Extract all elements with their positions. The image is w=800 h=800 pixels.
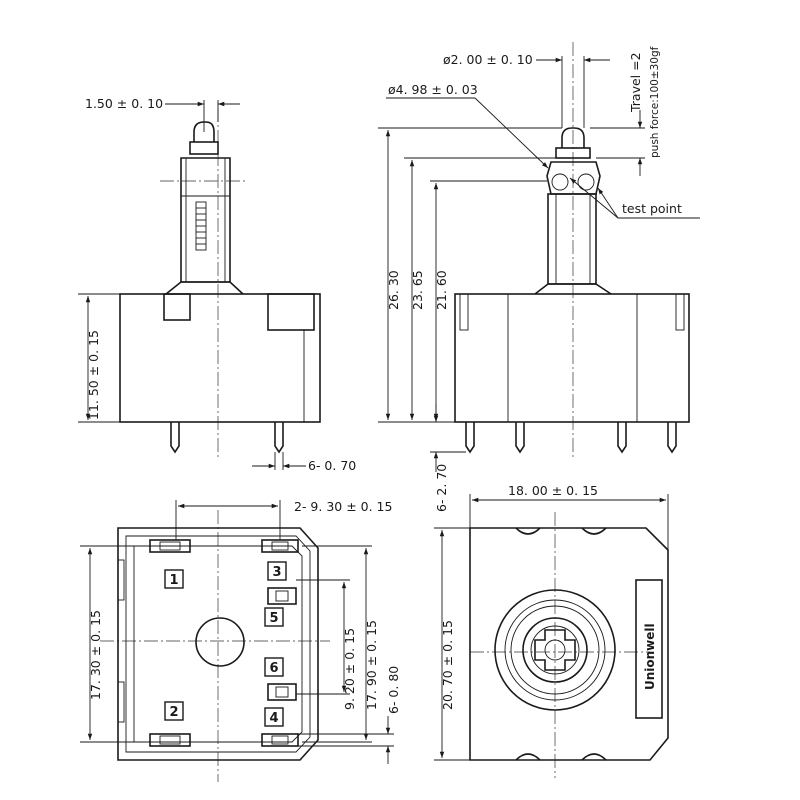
pad-bottom-right	[261, 733, 299, 747]
dim-pin-spacing: 2- 9. 30 ± 0. 15	[294, 499, 392, 514]
dim-pin-width: 6- 0. 70	[308, 458, 356, 473]
dim-shaft-dia: ø2. 00 ± 0. 10	[443, 52, 533, 67]
pin-4-label: 4	[269, 711, 278, 726]
side-body	[454, 293, 690, 423]
test-point-label: test point	[622, 201, 682, 216]
pin-1-box	[164, 569, 184, 589]
dim-top-width: 18. 00 ± 0. 15	[508, 483, 598, 498]
bottom-outline	[117, 527, 319, 761]
pin-5-box	[264, 607, 284, 627]
dim-bottom-height: 17. 30 ± 0. 15	[88, 610, 103, 700]
shaft-knurl	[195, 201, 207, 251]
dim-top-height: 20. 70 ± 0. 15	[440, 620, 455, 710]
brand-strip	[635, 579, 663, 719]
pin-5-label: 5	[269, 611, 278, 626]
side-shaft	[547, 193, 597, 285]
pin-1-label: 1	[169, 573, 178, 588]
dim-pin-length: 6- 2. 70	[434, 464, 449, 512]
top-view: Unionwell 18. 00 ± 0. 15 20. 70 ± 0. 15	[434, 483, 669, 778]
pin-6-box	[264, 657, 284, 677]
pin-2-box	[164, 701, 184, 721]
dim-cap-dia: ø4. 98 ± 0. 03	[388, 82, 478, 97]
side-shaft-cap	[561, 127, 585, 148]
side-head	[546, 161, 601, 195]
rotor-outer-ring	[494, 589, 616, 711]
rotor-cross	[534, 629, 576, 671]
dim-pin-span: 17. 90 ± 0. 15	[364, 620, 379, 710]
shaft-cap	[193, 121, 215, 142]
pin-6-label: 6	[269, 661, 278, 676]
front-pin-right	[274, 422, 284, 454]
brand-label: Unionwell	[643, 623, 657, 690]
travel-label: Travel =2	[628, 52, 643, 113]
dim-total-height: 26. 30	[386, 270, 401, 310]
front-pin-left	[170, 422, 180, 454]
pin-3-box	[267, 561, 287, 581]
side-view: ø2. 00 ± 0. 10 ø4. 98 ± 0. 03 Travel =2 …	[378, 42, 700, 512]
pad-top-left	[149, 539, 191, 553]
pin-4-box	[264, 707, 284, 727]
push-force-label: push force:100±30gf	[649, 46, 661, 158]
bottom-center-hole	[195, 617, 245, 667]
front-view: 1.50 ± 0. 10 11. 50 ± 0. 15 6- 0. 70	[78, 96, 356, 473]
top-body	[469, 527, 669, 761]
rotor-inner-ring	[522, 617, 588, 683]
dim-height-2: 23. 65	[410, 270, 425, 310]
dim-pin-width-2: 6- 0. 80	[386, 666, 401, 714]
dim-shaft-width: 1.50 ± 0. 10	[85, 96, 163, 111]
dim-pin-pitch: 9. 20 ± 0. 15	[342, 628, 357, 710]
shaft-flange	[165, 281, 244, 295]
dim-body-height: 11. 50 ± 0. 15	[86, 330, 101, 420]
front-body	[119, 293, 321, 423]
pin-3-label: 3	[272, 565, 281, 580]
pin-2-label: 2	[169, 705, 178, 720]
bottom-view: 1 2 3 4 5 6 2- 9. 30 ± 0. 15 17. 30 ± 0.…	[80, 499, 401, 782]
dim-height-3: 21. 60	[434, 270, 449, 310]
pad-bottom-left	[149, 733, 191, 747]
